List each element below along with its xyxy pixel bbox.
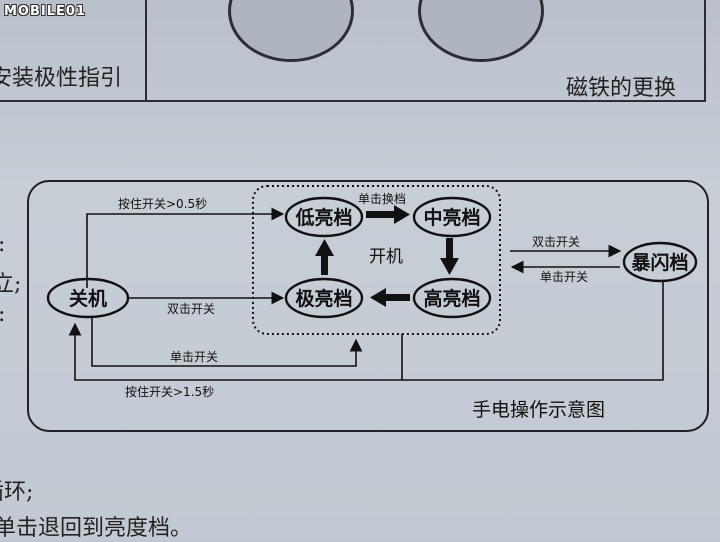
edge-label-double-to-strobe: 双击开关	[532, 235, 580, 249]
text-fragment-bottom: 单击退回到亮度档。	[0, 516, 193, 541]
power-on-group-box	[252, 185, 501, 335]
edge-label-double-to-max: 双击开关	[167, 302, 215, 316]
polarity-guide-label: 安装极性指引	[0, 66, 123, 91]
watermark-logo: MOBILE01	[4, 4, 86, 19]
edge-group-to-off-line	[68, 322, 403, 381]
node-max-label: 极亮档	[295, 287, 352, 310]
edge-label-single-switch: 单击换档	[358, 192, 406, 206]
node-max: 极亮档	[284, 277, 364, 319]
edge-label-hold-short: 按住开关>0.5秒	[118, 197, 207, 211]
top-section-frame	[0, 0, 706, 102]
node-mid-label: 中亮档	[423, 206, 480, 229]
edge-off-to-group-line	[91, 318, 363, 367]
bold-arrow-low-to-mid	[366, 205, 410, 224]
diagram-caption: 手电操作示意图	[472, 399, 605, 421]
node-strobe-label: 暴闪档	[631, 251, 688, 274]
edge-label-hold-long: 按住开关>1.5秒	[125, 385, 214, 399]
node-high-label: 高亮档	[423, 287, 480, 310]
bold-arrow-high-to-max	[370, 288, 410, 307]
text-fragment-colon-1: :	[0, 232, 5, 257]
node-low: 低亮档	[284, 196, 364, 238]
node-off: 关机	[46, 277, 130, 319]
node-low-label: 低亮档	[294, 206, 352, 229]
power-on-group-label: 开机	[369, 247, 403, 267]
diagram-frame	[27, 180, 709, 432]
text-fragment-li: 立;	[0, 272, 22, 297]
bold-arrow-max-to-low	[315, 239, 334, 275]
node-off-label: 关机	[69, 287, 107, 310]
edge-off-to-low-line	[86, 207, 285, 288]
node-mid: 中亮档	[412, 196, 492, 238]
top-section-divider	[145, 0, 147, 100]
node-high: 高亮档	[412, 277, 492, 319]
text-fragment-huan: 循环;	[0, 480, 34, 505]
magnet-replacement-label: 磁铁的更换	[566, 76, 677, 101]
edge-label-single-from-strobe: 单击开关	[540, 270, 588, 284]
bold-arrow-mid-to-high	[440, 238, 459, 275]
edge-label-single-to-group: 单击开关	[170, 350, 218, 364]
edge-strobe-to-off-line	[402, 282, 664, 381]
node-strobe: 暴闪档	[622, 241, 698, 283]
text-fragment-colon-2: :	[0, 302, 5, 327]
